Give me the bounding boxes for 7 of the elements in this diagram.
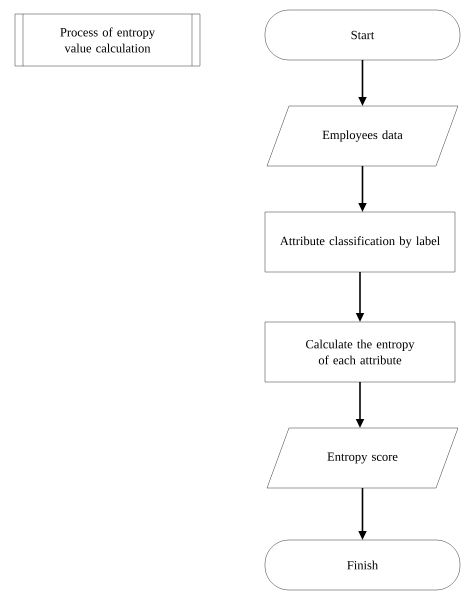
process-box: Attribute classification by label bbox=[264, 212, 456, 272]
data-parallelogram: Entropy score bbox=[266, 428, 458, 488]
data-parallelogram: Employees data bbox=[266, 106, 458, 166]
process-box: Calculate the entropy of each attribute bbox=[264, 322, 456, 382]
terminal-box: Start bbox=[264, 10, 460, 60]
predefined-process-box: Process of entropy value calculation bbox=[14, 14, 200, 66]
terminal-box: Finish bbox=[264, 540, 460, 590]
